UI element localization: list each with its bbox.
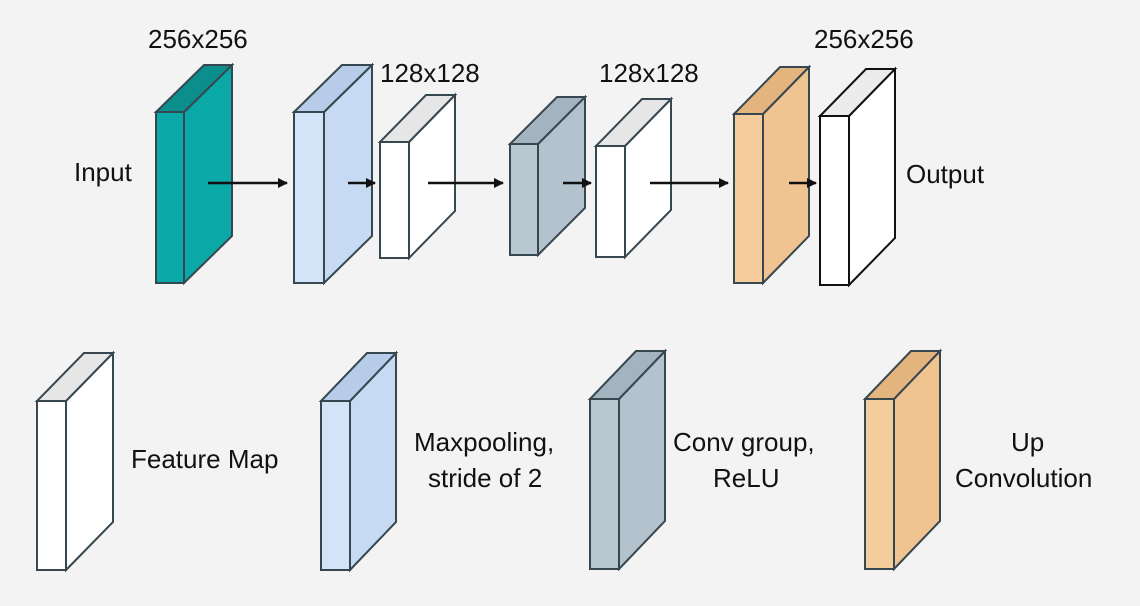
legend-feature-map-label: Feature Map <box>131 444 278 474</box>
legend-conv-label-2: ReLU <box>713 463 779 493</box>
output-block <box>817 66 898 288</box>
input-block <box>153 62 235 286</box>
conv-dim-label: 128x128 <box>599 58 699 88</box>
input-label: Input <box>74 157 133 187</box>
feature-map-2 <box>593 96 674 260</box>
output-label: Output <box>906 159 985 189</box>
legend-maxpool-label-1: Maxpooling, <box>414 427 554 457</box>
feature-map-1 <box>377 92 458 261</box>
input-dim-label: 256x256 <box>148 24 248 54</box>
legend: Feature Map Maxpooling, stride of 2 Conv… <box>34 348 1092 573</box>
legend-maxpool-swatch <box>318 350 399 573</box>
pool-dim-label: 128x128 <box>380 58 480 88</box>
legend-upconv-swatch <box>862 348 943 572</box>
conv-block <box>507 94 588 258</box>
maxpool-block <box>291 62 375 286</box>
legend-feature-map-swatch <box>34 350 116 573</box>
upconv-block <box>731 64 812 286</box>
legend-upconv-label-1: Up <box>1011 427 1044 457</box>
legend-upconv-label-2: Convolution <box>955 463 1092 493</box>
output-dim-label: 256x256 <box>814 24 914 54</box>
legend-maxpool-label-2: stride of 2 <box>428 463 542 493</box>
legend-conv-swatch <box>587 348 668 572</box>
legend-conv-label-1: Conv group, <box>673 427 815 457</box>
